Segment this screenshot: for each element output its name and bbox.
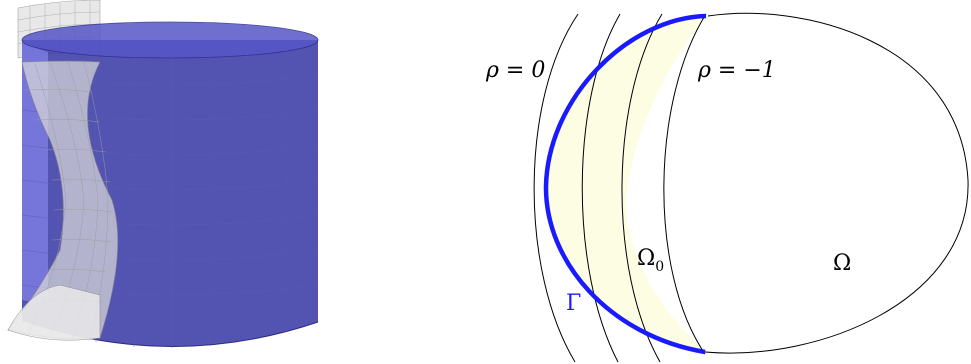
omega-boundary — [704, 12, 969, 354]
cylinder-top-rim — [21, 21, 319, 59]
label-omega-zero: Ω0 — [637, 246, 664, 275]
gamma-boundary — [543, 13, 707, 355]
cylinder-figure — [7, 0, 319, 348]
level-curve-1 — [581, 13, 621, 363]
label-omega: Ω — [833, 251, 851, 276]
level-curve-rho-minus-one — [663, 13, 707, 355]
label-rho-minus-one: ρ = −1 — [697, 58, 776, 83]
gray-sheet-flare — [7, 284, 101, 341]
domain-figure: ρ = 0 ρ = −1 Ω0 Ω Γ — [485, 12, 969, 363]
label-gamma: Γ — [566, 291, 581, 316]
level-curve-rho-zero — [533, 13, 579, 363]
omega-zero-region — [545, 16, 706, 352]
level-curve-2 — [621, 13, 663, 363]
level-set-curves — [533, 13, 707, 363]
label-rho-zero: ρ = 0 — [485, 58, 545, 83]
